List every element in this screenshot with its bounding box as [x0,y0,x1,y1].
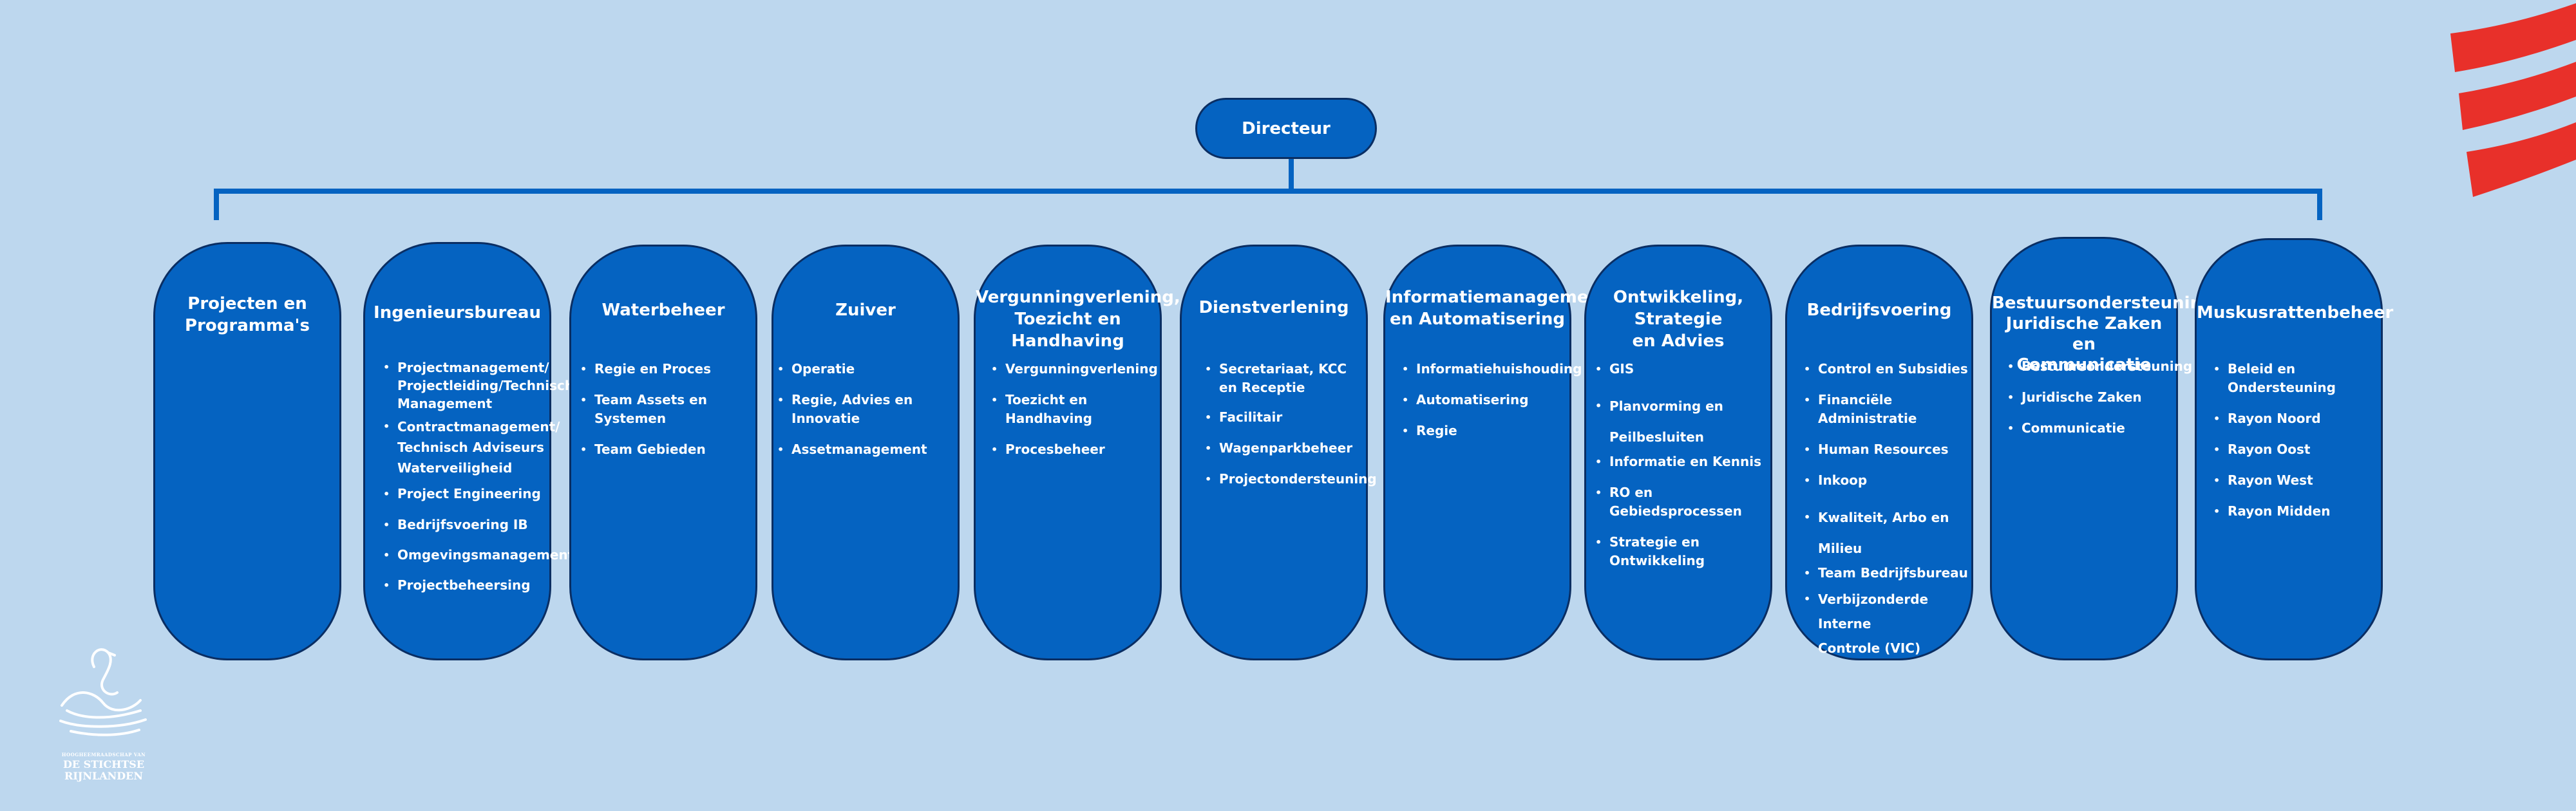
list-item: Planvorming en Peilbesluiten [1595,391,1773,452]
list-item: Team Gebieden [580,440,758,459]
list-item: Rayon Noord [2213,409,2383,428]
list-item: Facilitair [1205,408,1368,427]
list-item: Kwaliteit, Arbo en Milieu [1804,502,1974,564]
dept-items: Secretariaat, KCC en Receptie Facilitair… [1205,360,1377,501]
director-label: Directeur [1242,118,1331,138]
list-item: Projectmanagement/ Projectleiding/Techni… [383,359,574,413]
list-item: Financiële Administratie [1804,391,1974,428]
dept-items: Vergunningverlening Toezicht en Handhavi… [991,360,1162,471]
logo-line-3: RIJNLANDEN [64,770,143,782]
dept-title: Ontwikkeling, Strategie en Advies [1613,288,1744,351]
list-item: Team Assets en Systemen [580,391,758,428]
dept-title: Ingenieursbureau [374,303,541,322]
list-item: Automatisering [1402,391,1572,409]
list-item: Bedrijfsvoering IB [383,516,552,534]
dept-dienstverlening: Dienstverlening Secretariaat, KCC en Rec… [1180,245,1377,660]
list-item: Verbijzonderde Interne Controle (VIC) [1804,587,1974,660]
list-item: RO en Gebiedsprocessen [1595,483,1773,521]
dept-items: Projectmanagement/ Projectleiding/Techni… [383,359,574,607]
list-item: Omgevingsmanagement [383,546,574,564]
list-item: Regie, Advies en Innovatie [777,391,960,428]
list-item: Toezicht en Handhaving [991,391,1162,428]
dept-zuiver: Zuiver Operatie Regie, Advies en Innovat… [772,245,960,660]
list-item: Projectondersteuning [1205,470,1377,489]
list-item: GIS [1595,360,1773,378]
dept-items: Informatiehuishouding Automatisering Reg… [1402,360,1582,452]
list-item: Wagenparkbeheer [1205,439,1368,458]
list-item: Operatie [777,360,960,378]
dept-projecten-en-programmas: Projecten en Programma's [153,242,341,660]
dept-title: Bedrijfsvoering [1806,301,1952,320]
dept-items: Bestuursondersteuning Juridische Zaken C… [2007,357,2192,450]
swan-logo-icon [59,648,147,736]
list-item: Projectbeheersing [383,576,552,595]
list-item: Strategie en Ontwikkeling [1595,533,1773,570]
dept-items: Operatie Regie, Advies en Innovatie Asse… [777,360,960,471]
list-item: Informatie en Kennis [1595,452,1773,471]
logo-line-2: DE STICHTSE [62,758,145,770]
dept-title: Vergunningverlening, Toezicht en Handhav… [976,288,1180,351]
list-item: Inkoop [1804,471,1974,490]
list-item: Regie [1402,422,1572,440]
list-item: Rayon Midden [2213,502,2383,521]
list-item: Bestuursondersteuning [2007,357,2192,376]
list-item: Contractmanagement/ Technisch Adviseurs … [383,416,560,478]
list-item: Project Engineering [383,485,552,503]
list-item: Beleid en Ondersteuning [2213,360,2383,397]
dept-bedrijfsvoering: Bedrijfsvoering Control en Subsidies Fin… [1785,245,1973,660]
director-box: Directeur [1195,98,1377,159]
dept-items: Beleid en Ondersteuning Rayon Noord Rayo… [2213,360,2383,533]
dept-ingenieursbureau: Ingenieursbureau Projectmanagement/ Proj… [363,242,574,660]
list-item: Rayon Oost [2213,440,2383,459]
dept-items: Control en Subsidies Financiële Administ… [1804,360,1974,673]
list-item: Assetmanagement [777,440,960,459]
dept-informatiemanagement: Informatiemanagement en Automatisering I… [1383,245,1609,660]
list-item: Procesbeheer [991,440,1162,459]
list-item: Human Resources [1804,440,1974,459]
list-item: Juridische Zaken [2007,388,2179,407]
list-item: Regie en Proces [580,360,758,378]
list-item: Secretariaat, KCC en Receptie [1205,360,1368,397]
dept-title: Dienstverlening [1198,298,1349,317]
dept-waterbeheer: Waterbeheer Regie en Proces Team Assets … [569,245,757,660]
dept-title: Muskusrattenbeheer [2197,303,2394,322]
list-item: Rayon West [2213,471,2383,490]
dept-title: Projecten en Programma's [185,294,310,335]
dept-items: Regie en Proces Team Assets en Systemen … [580,360,758,471]
dept-bestuursondersteuning: Bestuursondersteuning, Juridische Zaken … [1990,237,2221,660]
dept-muskusrattenbeheer: Muskusrattenbeheer Beleid en Ondersteuni… [2195,238,2394,660]
dept-vergunningverlening: Vergunningverlening, Toezicht en Handhav… [974,245,1180,660]
list-item: Vergunningverlening [991,360,1162,378]
list-item: Control en Subsidies [1804,360,1974,378]
dept-title: Zuiver [835,301,896,320]
red-stripes-decoration [2450,3,2576,197]
dept-title: Waterbeheer [601,301,725,320]
dept-items: GIS Planvorming en Peilbesluiten Informa… [1595,360,1773,583]
list-item: Team Bedrijfsbureau [1804,564,1974,583]
list-item: Informatiehuishouding [1402,360,1582,378]
dept-ontwikkeling-strategie-advies: Ontwikkeling, Strategie en Advies GIS Pl… [1584,245,1772,660]
list-item: Communicatie [2007,419,2179,438]
logo-line-1: HOOGHEEMRAADSCHAP VAN [61,752,146,758]
dept-title: Informatiemanagement en Automatisering [1385,288,1609,329]
